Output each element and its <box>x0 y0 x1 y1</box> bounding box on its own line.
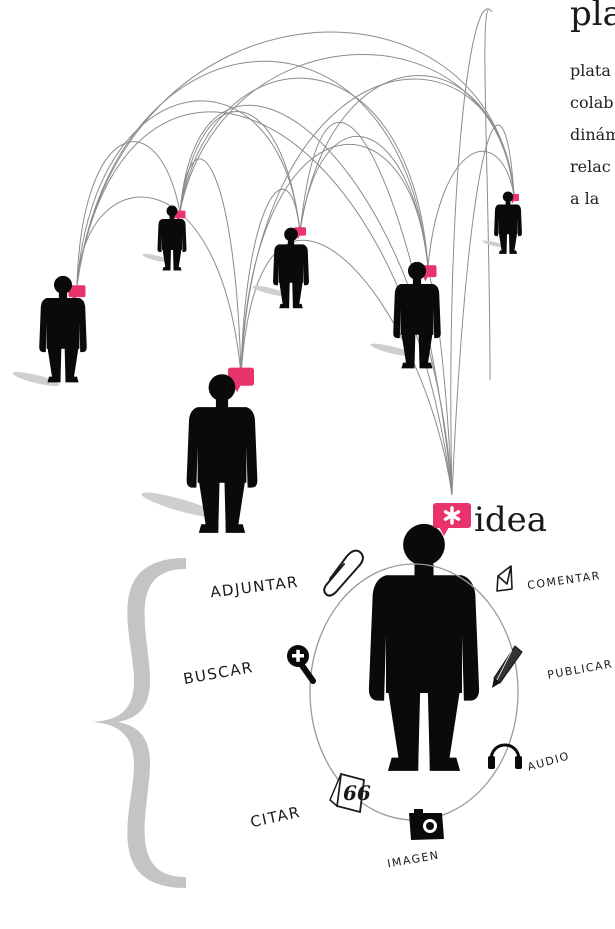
asterisk-icon <box>433 503 471 536</box>
connection-arcs <box>76 8 515 496</box>
description-line: relac <box>570 157 611 176</box>
description-line: dinám <box>570 125 615 144</box>
envelope-icon[interactable] <box>496 565 513 592</box>
description-line: plata <box>570 61 611 80</box>
page-title: pla <box>570 0 615 34</box>
pencil-icon[interactable] <box>492 645 523 688</box>
description-text: plata colab dinám relac a la <box>570 55 615 215</box>
description-line: colab <box>570 93 614 112</box>
left-bracket <box>92 558 186 888</box>
camera-icon[interactable] <box>409 809 444 840</box>
idea-label: idea <box>474 500 548 540</box>
floor-shadows <box>12 240 506 518</box>
paperclip-icon[interactable] <box>323 549 364 597</box>
search-plus-icon[interactable] <box>287 645 316 684</box>
person-icon <box>273 227 309 309</box>
person-icon <box>368 523 480 771</box>
quote-document-icon[interactable]: 66 <box>329 772 371 814</box>
description-line: a la <box>570 189 600 208</box>
svg-text:66: 66 <box>343 781 371 805</box>
headphones-icon[interactable] <box>488 743 522 769</box>
